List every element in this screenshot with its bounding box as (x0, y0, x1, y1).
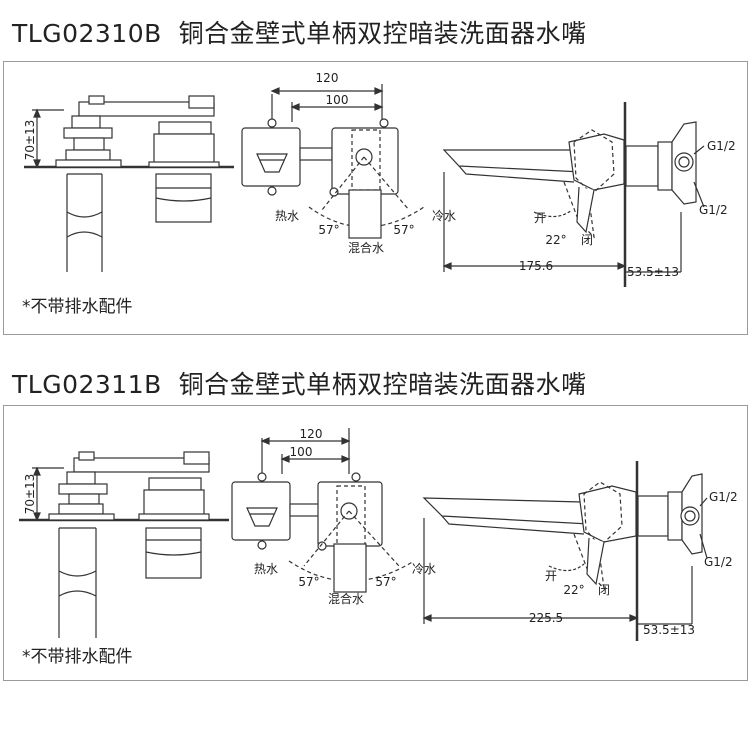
product-description: 铜合金壁式单柄双控暗装洗面器水嘴 (178, 370, 587, 399)
width-inner-label: 100 (326, 93, 349, 107)
model-code: TLG02311B (12, 370, 162, 399)
technical-drawing: 70±13 (23, 71, 736, 287)
thread-bottom-label: G1/2 (699, 203, 728, 217)
angle-right-label: 57° (375, 575, 396, 589)
handle-angle-label: 22° (563, 583, 584, 597)
angle-left-label: 57° (318, 223, 339, 237)
section-title: TLG02310B 铜合金壁式单柄双控暗装洗面器水嘴 (12, 14, 587, 50)
handle-angle-label: 22° (545, 233, 566, 247)
width-outer-label: 120 (316, 71, 339, 85)
close-label: 闭 (598, 583, 610, 597)
top-view (231, 428, 415, 593)
model-code: TLG02310B (12, 19, 162, 48)
product-description: 铜合金壁式单柄双控暗装洗面器水嘴 (178, 19, 587, 48)
mixed-water-label: 混合水 (348, 240, 384, 255)
technical-drawing: 70±13 (19, 427, 738, 641)
side-view (19, 451, 229, 638)
thread-top-label: G1/2 (707, 139, 736, 153)
drawing-panel: 70±13 (3, 61, 748, 335)
wall-depth-label: 53.5±13 (627, 265, 679, 279)
wall-depth-label: 53.5±13 (643, 623, 695, 637)
height-dimension-label: 70±13 (23, 474, 37, 515)
spout-length-label: 175.6 (519, 259, 553, 273)
front-view (422, 461, 708, 641)
open-label: 开 (534, 211, 546, 225)
thread-bottom-label: G1/2 (704, 555, 733, 569)
width-outer-label: 120 (300, 427, 323, 441)
front-view (442, 102, 705, 287)
close-label: 闭 (581, 233, 593, 247)
footnote: *不带排水配件 (22, 647, 133, 667)
mixed-water-label: 混合水 (328, 591, 364, 606)
spout-length-label: 225.5 (529, 611, 563, 625)
angle-left-label: 57° (298, 575, 319, 589)
side-view (24, 95, 234, 272)
thread-top-label: G1/2 (709, 490, 738, 504)
footnote: *不带排水配件 (22, 297, 133, 317)
angle-right-label: 57° (393, 223, 414, 237)
top-view (241, 84, 425, 239)
open-label: 开 (545, 569, 557, 583)
height-dimension-label: 70±13 (23, 120, 37, 161)
hot-water-label: 热水 (254, 562, 278, 576)
section-title: TLG02311B 铜合金壁式单柄双控暗装洗面器水嘴 (12, 365, 587, 401)
hot-water-label: 热水 (275, 209, 299, 223)
width-inner-label: 100 (290, 445, 313, 459)
drawing-panel: 70±13 (3, 405, 748, 681)
